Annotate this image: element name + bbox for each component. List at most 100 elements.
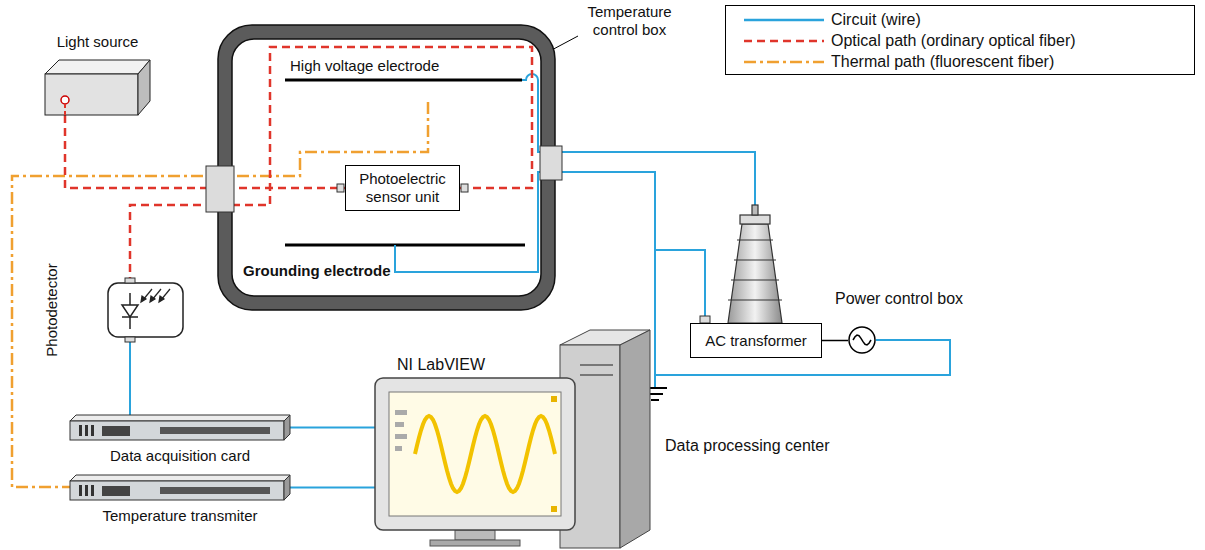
transformer-bushing bbox=[728, 299, 782, 300]
photodetector-outline bbox=[125, 337, 135, 342]
optical-fiber bbox=[130, 47, 532, 283]
legend-sample bbox=[744, 52, 824, 72]
transformer-bushing bbox=[728, 224, 782, 323]
light-source-outline bbox=[45, 60, 150, 74]
device-label: Photodetector bbox=[43, 255, 61, 365]
computer-outline bbox=[580, 364, 613, 366]
computer-outline bbox=[455, 530, 495, 540]
device-label: Data acquisition card bbox=[70, 447, 290, 465]
box-label: AC transformer bbox=[705, 332, 807, 350]
photodetector-outline bbox=[122, 305, 138, 317]
signal-wire bbox=[290, 487, 375, 489]
temperature-control-box-outline bbox=[218, 25, 555, 310]
acquisition-card-outline bbox=[284, 415, 290, 440]
computer-outline bbox=[551, 506, 557, 512]
photodetector-outline bbox=[125, 278, 135, 283]
legend-sample bbox=[744, 10, 824, 30]
transformer-bushing bbox=[734, 259, 776, 260]
device-label: Power control box bbox=[835, 290, 963, 308]
acquisition-card-outline bbox=[70, 415, 290, 440]
computer-outline bbox=[551, 396, 557, 402]
ground-symbol bbox=[651, 399, 659, 401]
ac-source-outline bbox=[848, 326, 876, 354]
acquisition-card: Data acquisition card bbox=[70, 415, 290, 440]
wire bbox=[522, 74, 755, 205]
light-source-outline bbox=[45, 60, 150, 115]
computer-outline bbox=[580, 374, 613, 376]
temperature-transmitter-outline bbox=[160, 487, 270, 494]
center-label: Data processing center bbox=[665, 437, 830, 455]
ac-source-outline bbox=[853, 335, 871, 345]
terminal bbox=[700, 316, 710, 323]
transformer-bushing bbox=[728, 205, 782, 323]
acquisition-card-outline bbox=[70, 421, 284, 440]
acquisition-card-outline bbox=[79, 425, 82, 436]
legend-sample bbox=[744, 40, 824, 43]
acquisition-card-outline bbox=[85, 425, 88, 436]
box-label: Temperature control box bbox=[582, 3, 677, 39]
device-label: Light source bbox=[45, 33, 150, 51]
temperature-transmitter-outline bbox=[102, 486, 130, 496]
computer-outline bbox=[375, 378, 575, 530]
photodetector-outline bbox=[141, 289, 170, 302]
acquisition-card-outline bbox=[160, 427, 270, 434]
light-source-outline bbox=[61, 96, 69, 104]
computer-outline bbox=[389, 392, 561, 516]
computer-outline bbox=[620, 330, 650, 548]
photodetector-outline bbox=[141, 296, 146, 302]
transformer-box: AC transformer bbox=[690, 323, 822, 358]
temperature-transmitter-outline bbox=[70, 475, 290, 481]
computer-outline bbox=[430, 540, 520, 546]
light-source-outline bbox=[64, 104, 66, 115]
legend-text: Circuit (wire) bbox=[831, 11, 921, 29]
ac-source: Power control box bbox=[848, 326, 876, 354]
computer-outline bbox=[395, 410, 407, 415]
light-source-outline bbox=[45, 74, 138, 115]
computer-outline bbox=[395, 446, 402, 451]
transformer-bushing bbox=[740, 215, 770, 224]
computer-outline bbox=[395, 422, 404, 427]
signal-wire bbox=[129, 337, 131, 415]
electrode bbox=[285, 79, 522, 82]
photodetector-outline bbox=[150, 296, 155, 302]
transformer-bushing bbox=[752, 205, 758, 215]
computer-outline bbox=[395, 434, 407, 439]
transformer-bushing bbox=[737, 239, 773, 240]
sensor-box-outline bbox=[337, 184, 344, 192]
legend-sample bbox=[744, 61, 824, 64]
temperature-transmitter-outline bbox=[70, 475, 290, 500]
legend-sample bbox=[744, 19, 824, 22]
software-label: NI LabVIEW bbox=[397, 356, 485, 374]
signal-wire bbox=[290, 427, 375, 429]
legend-row: Optical path (ordinary optical fiber) bbox=[726, 31, 1194, 51]
photodetector-outline bbox=[108, 283, 183, 337]
computer-outline bbox=[415, 416, 555, 492]
temperature-transmitter-outline bbox=[79, 485, 82, 496]
light-source-outline bbox=[138, 60, 150, 115]
acquisition-card-outline bbox=[91, 425, 94, 436]
photodetector-outline bbox=[122, 316, 138, 318]
temperature-control-box-outline bbox=[540, 146, 562, 180]
electrode-label: Grounding electrode bbox=[243, 262, 391, 280]
sensor-box: Photoelectric sensor unit bbox=[345, 165, 460, 211]
optical-fiber bbox=[65, 115, 345, 188]
wire bbox=[655, 250, 705, 316]
computer: NI LabVIEWData processing center bbox=[375, 330, 650, 550]
temperature-transmitter-outline bbox=[91, 485, 94, 496]
acquisition-card-outline bbox=[102, 426, 130, 436]
legend-text: Thermal path (fluorescent fiber) bbox=[831, 53, 1054, 71]
temperature-transmitter-outline bbox=[284, 475, 290, 500]
electrode bbox=[285, 80, 525, 245]
temperature-transmitter-outline bbox=[85, 485, 88, 496]
light-source: Light source bbox=[45, 60, 150, 115]
legend-sample bbox=[744, 31, 824, 51]
photodetector-outline bbox=[108, 283, 183, 337]
legend-row: Thermal path (fluorescent fiber) bbox=[726, 52, 1194, 72]
electrode bbox=[285, 244, 525, 247]
legend-text: Optical path (ordinary optical fiber) bbox=[831, 32, 1076, 50]
ac-source-outline bbox=[849, 327, 875, 353]
temperature-transmitter: Temperature transmiter bbox=[70, 475, 290, 500]
transformer-bushing bbox=[731, 279, 779, 280]
wire bbox=[395, 74, 950, 388]
